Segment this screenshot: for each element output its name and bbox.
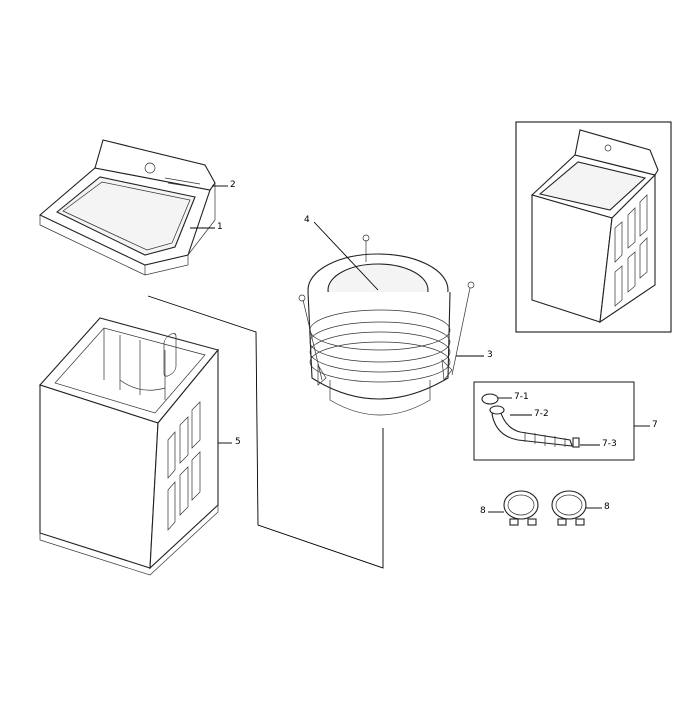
assembled-washer-view (530, 129, 659, 324)
callout-hose-clamp: 7-3 (602, 439, 617, 449)
callout-inlet-hose-left: 8 (480, 506, 486, 516)
assembly-path-line (147, 295, 384, 569)
callout-drain-hose: 7-2 (534, 409, 549, 419)
callout-drain-cap: 7-1 (514, 392, 529, 402)
inlet-hose-left (503, 490, 539, 526)
callout-inlet-hose-right: 8 (604, 502, 610, 512)
cabinet-part (39, 317, 219, 576)
tub-assembly-part (298, 234, 475, 416)
callout-drain-hose-kit: 7 (652, 420, 658, 430)
inlet-hose-right (551, 490, 587, 526)
callout-tub-assembly: 3 (487, 350, 493, 360)
leader-line-4 (313, 221, 379, 291)
callout-cabinet: 5 (235, 437, 241, 447)
callout-top-cover: 1 (217, 222, 223, 232)
callout-tub-cover: 4 (304, 215, 310, 225)
drain-hose-kit (481, 393, 580, 448)
callout-control-panel: 2 (230, 180, 236, 190)
top-cover-assembly (38, 139, 216, 276)
